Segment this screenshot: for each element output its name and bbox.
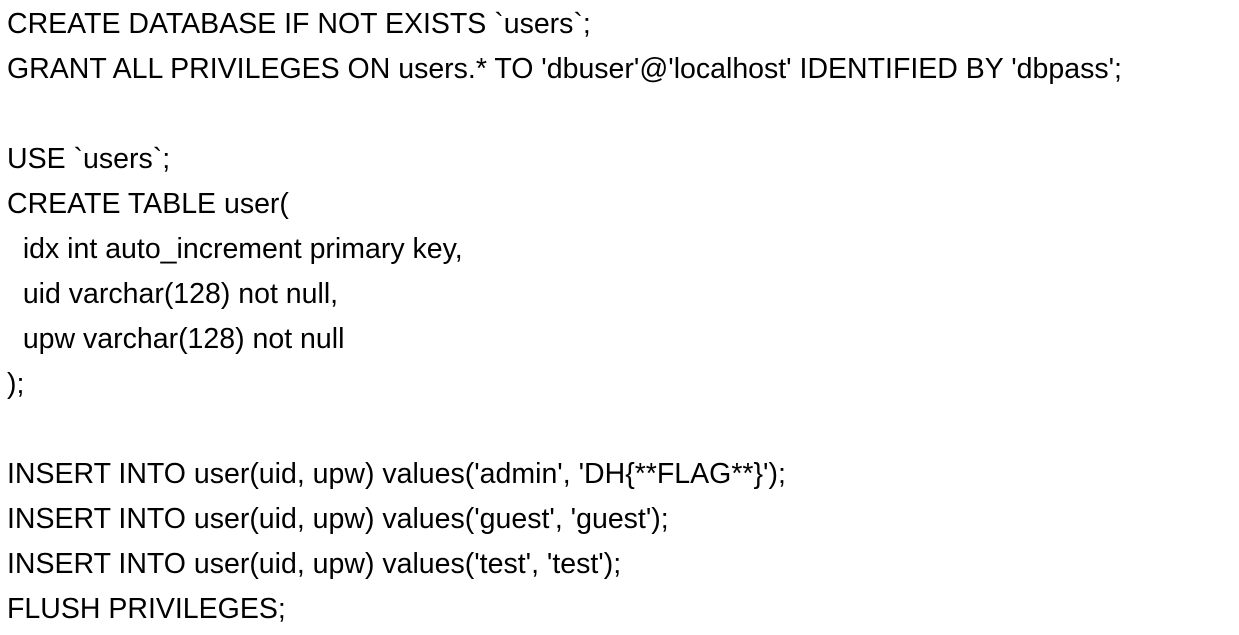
code-line-column-idx: idx int auto_increment primary key, bbox=[7, 233, 463, 265]
code-line-create-database: CREATE DATABASE IF NOT EXISTS `users`; bbox=[7, 8, 591, 40]
code-line-blank bbox=[7, 407, 1239, 452]
code-line-insert-test: INSERT INTO user(uid, upw) values('test'… bbox=[7, 548, 622, 580]
code-line-flush-privileges: FLUSH PRIVILEGES; bbox=[7, 593, 286, 625]
code-line-column-uid: uid varchar(128) not null, bbox=[7, 278, 339, 310]
code-line-use-database: USE `users`; bbox=[7, 143, 171, 175]
code-line-column-upw: upw varchar(128) not null bbox=[7, 323, 345, 355]
code-line-blank bbox=[7, 92, 1239, 137]
code-line-create-table: CREATE TABLE user( bbox=[7, 188, 289, 220]
code-line-insert-guest: INSERT INTO user(uid, upw) values('guest… bbox=[7, 503, 669, 535]
code-line-close-table: ); bbox=[7, 368, 25, 400]
code-line-insert-admin: INSERT INTO user(uid, upw) values('admin… bbox=[7, 458, 786, 490]
code-line-grant-privileges: GRANT ALL PRIVILEGES ON users.* TO 'dbus… bbox=[7, 53, 1122, 85]
